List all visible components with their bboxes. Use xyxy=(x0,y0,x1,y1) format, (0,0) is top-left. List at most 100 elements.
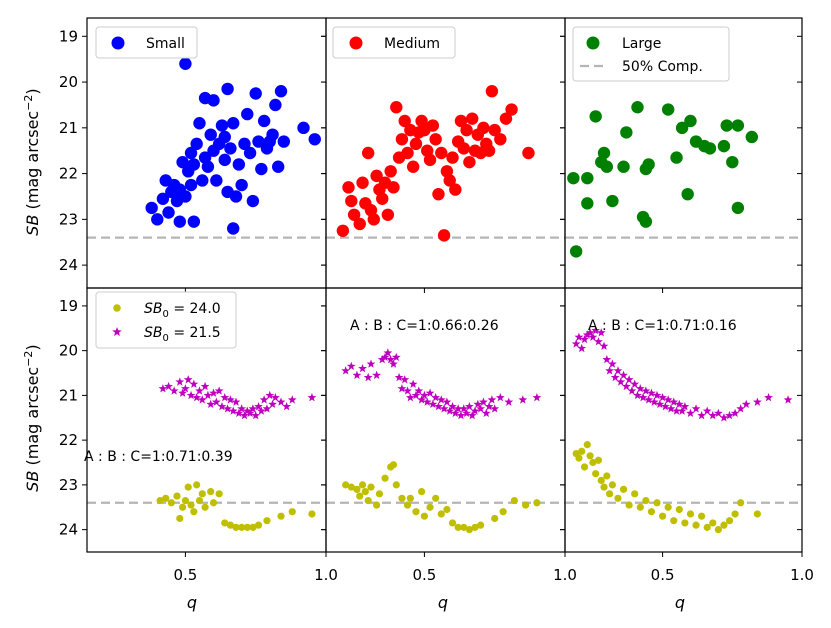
data-point xyxy=(389,359,398,368)
data-point xyxy=(209,388,218,397)
data-point xyxy=(173,215,186,228)
axes-frame xyxy=(564,287,803,553)
data-point xyxy=(596,328,606,337)
data-point xyxy=(367,213,380,226)
data-point xyxy=(608,481,617,489)
data-point xyxy=(567,171,580,185)
data-point xyxy=(730,408,740,418)
data-point xyxy=(245,408,255,418)
data-point xyxy=(494,133,507,146)
data-point xyxy=(406,160,420,173)
data-point xyxy=(636,503,644,511)
data-point xyxy=(582,330,592,339)
data-point xyxy=(460,123,473,137)
data-point xyxy=(228,406,238,415)
data-point xyxy=(484,401,494,411)
data-point xyxy=(353,217,366,231)
data-point xyxy=(630,379,640,388)
data-point xyxy=(238,523,246,531)
data-point xyxy=(661,401,670,411)
series-unnamed-0 xyxy=(342,461,541,534)
data-point xyxy=(203,390,213,400)
data-point xyxy=(482,144,496,157)
data-point xyxy=(361,146,375,160)
data-point xyxy=(592,470,600,478)
data-point xyxy=(238,137,251,151)
data-point xyxy=(702,406,712,415)
data-point xyxy=(741,399,751,409)
data-point xyxy=(164,381,173,391)
data-point xyxy=(176,155,189,169)
data-point xyxy=(594,456,603,464)
data-point xyxy=(647,388,656,397)
data-point xyxy=(725,410,734,420)
legend-small: Small xyxy=(95,26,198,59)
data-point xyxy=(398,114,411,128)
legend-marker xyxy=(112,327,122,337)
series-medium xyxy=(336,85,535,242)
data-point xyxy=(386,354,396,364)
data-point xyxy=(405,393,415,402)
data-point xyxy=(633,390,642,400)
data-point xyxy=(610,372,620,382)
data-point xyxy=(736,404,746,413)
data-point xyxy=(277,512,285,520)
data-point xyxy=(276,397,286,406)
data-point xyxy=(703,142,717,155)
data-point xyxy=(282,401,292,411)
data-point xyxy=(211,397,221,406)
data-point xyxy=(215,490,223,498)
data-point xyxy=(387,181,400,194)
ylabel-bottom: SB (mag arcsec−2) xyxy=(22,344,42,491)
data-point xyxy=(145,201,158,215)
data-point xyxy=(448,519,457,527)
data-point xyxy=(717,139,731,153)
data-point xyxy=(709,519,717,527)
legend-frame xyxy=(95,26,198,59)
data-point xyxy=(391,352,401,362)
data-point xyxy=(426,119,440,132)
data-point xyxy=(578,447,586,455)
legend-label: Large xyxy=(622,36,661,52)
data-point xyxy=(384,165,397,178)
data-point xyxy=(263,517,271,525)
data-point xyxy=(389,461,398,469)
data-point xyxy=(361,487,369,496)
data-point xyxy=(677,406,687,415)
data-point xyxy=(569,245,583,258)
data-point xyxy=(186,390,196,400)
data-point xyxy=(272,160,285,173)
data-point xyxy=(505,103,518,116)
data-point xyxy=(347,483,355,491)
data-point xyxy=(187,501,195,509)
data-point xyxy=(227,222,240,235)
data-point xyxy=(574,332,584,341)
data-point xyxy=(346,361,356,371)
data-point xyxy=(376,192,389,205)
series-unnamed-1 xyxy=(341,348,542,420)
data-point xyxy=(256,406,266,415)
data-point xyxy=(183,375,193,384)
data-point xyxy=(675,121,689,135)
data-point xyxy=(479,397,488,406)
data-point xyxy=(341,366,351,375)
data-point xyxy=(268,399,277,409)
data-point xyxy=(308,133,321,146)
data-point xyxy=(175,377,185,386)
y-tick-label: 24 xyxy=(59,521,78,539)
data-point xyxy=(473,399,483,409)
data-point xyxy=(184,146,198,160)
data-point xyxy=(356,492,364,500)
data-point xyxy=(670,151,683,164)
data-point xyxy=(156,192,170,205)
panel-top-middle xyxy=(321,17,566,293)
data-point xyxy=(423,153,437,167)
data-point xyxy=(725,517,734,525)
data-point xyxy=(580,463,589,471)
data-point xyxy=(624,375,634,384)
data-point xyxy=(614,494,622,502)
data-point xyxy=(581,197,594,210)
data-point xyxy=(620,126,633,139)
